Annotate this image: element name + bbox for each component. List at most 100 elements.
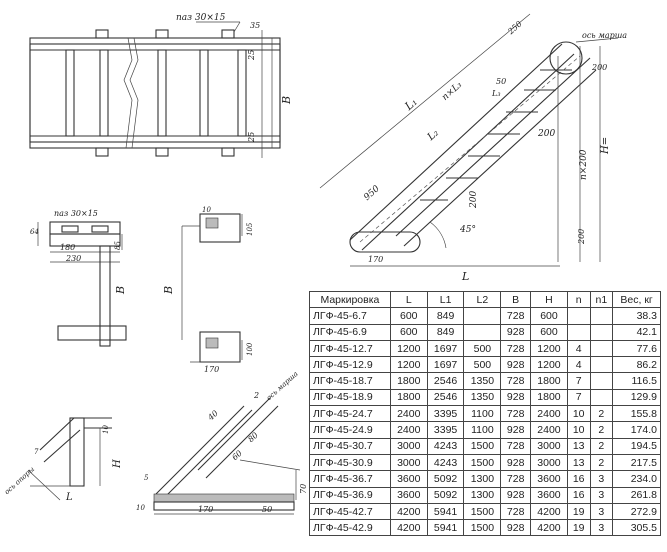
table-cell: 7 — [566, 388, 591, 407]
label-B-bracket: B — [162, 286, 175, 295]
table-cell: ЛГФ-45-6.7 — [309, 307, 391, 325]
table-cell: ЛГФ-45-18.9 — [309, 388, 391, 407]
table-cell: 5092 — [426, 486, 465, 504]
table-cell: 2 — [589, 405, 614, 423]
col-header-L1: L1 — [426, 290, 465, 309]
landing-detail — [27, 417, 112, 501]
dim-80: 80 — [246, 431, 260, 445]
table-cell: 16 — [566, 486, 591, 504]
table-cell: 2 — [589, 437, 614, 455]
table-cell: 1200 — [530, 339, 568, 358]
table-cell: 19 — [566, 519, 591, 537]
axis-label-march: ось марша — [265, 370, 300, 402]
table-cell: 155.8 — [612, 405, 661, 423]
label-B-detail: B — [114, 286, 127, 295]
table-cell: 728 — [500, 437, 532, 455]
dim-70: 70 — [299, 484, 308, 494]
table-cell: 2546 — [426, 388, 465, 407]
dim-105: 105 — [246, 222, 254, 236]
dim-230: 230 — [65, 254, 81, 263]
table-cell: 19 — [566, 502, 591, 521]
dim-50b: 50 — [262, 505, 272, 514]
table-cell: 261.8 — [612, 486, 661, 504]
table-cell: 500 — [463, 356, 502, 374]
table-cell: 928 — [500, 486, 532, 504]
table-cell — [589, 339, 614, 358]
table-cell: ЛГФ-45-42.9 — [309, 519, 391, 537]
col-header-n1: n1 — [589, 290, 614, 309]
table-cell: 10 — [566, 421, 591, 439]
table-cell: 928 — [500, 421, 532, 439]
table-cell: 7 — [566, 372, 591, 390]
col-header-L2: L2 — [463, 290, 502, 309]
label-L-landing: L — [65, 492, 73, 503]
table-cell: 600 — [530, 307, 568, 325]
table-cell: 194.5 — [612, 437, 661, 455]
table-cell: 849 — [426, 307, 465, 325]
table-cell: ЛГФ-45-24.7 — [309, 405, 391, 423]
table-cell: 1200 — [389, 356, 428, 374]
axis-label-support: ось опоры — [3, 465, 36, 496]
dim-10a: 10 — [202, 206, 211, 214]
table-cell — [463, 307, 502, 325]
dim-25b: 25 — [247, 132, 256, 143]
table-cell: 1500 — [463, 519, 502, 537]
col-header-B: B — [500, 290, 532, 309]
table-cell — [566, 323, 591, 341]
table-cell: 728 — [500, 339, 532, 358]
dim-5: 5 — [144, 474, 149, 482]
axis-label-top: ось марша — [582, 31, 627, 40]
dim-170c: 170 — [198, 505, 213, 514]
table-cell: 600 — [389, 307, 428, 325]
table-cell: 3 — [589, 519, 614, 537]
table-cell: 500 — [463, 339, 502, 358]
dim-200b: 200 — [469, 191, 479, 209]
table-cell: 1300 — [463, 470, 502, 488]
table-cell: 2 — [589, 453, 614, 472]
table-cell: 1350 — [463, 388, 502, 407]
table-cell: 3000 — [530, 437, 568, 455]
table-cell: 174.0 — [612, 421, 661, 439]
table-cell — [589, 323, 614, 341]
label-L1: L₁ — [402, 95, 420, 113]
table-cell: 4200 — [389, 519, 428, 537]
table-cell: ЛГФ-45-6.9 — [309, 323, 391, 341]
table-cell: 2400 — [389, 421, 428, 439]
table-cell: 3600 — [389, 470, 428, 488]
table-cell: 272.9 — [612, 502, 661, 521]
groove-detail — [37, 221, 127, 347]
table-cell: 928 — [500, 453, 532, 472]
label-L3: L₃ — [491, 89, 501, 98]
table-cell: 1500 — [463, 502, 502, 521]
table-cell: 4200 — [530, 502, 568, 521]
dim-50a: 50 — [496, 77, 506, 86]
table-cell: 928 — [500, 388, 532, 407]
table-cell: 116.5 — [612, 372, 661, 390]
table-cell: 4 — [566, 356, 591, 374]
table-cell: 600 — [530, 323, 568, 341]
table-cell: 2546 — [426, 372, 465, 390]
table-cell: 16 — [566, 470, 591, 488]
table-cell: 4243 — [426, 453, 465, 472]
table-cell: 1500 — [463, 453, 502, 472]
table-cell: 4200 — [389, 502, 428, 521]
table-cell: 5941 — [426, 502, 465, 521]
label-L: L — [461, 270, 469, 283]
table-cell: 129.9 — [612, 388, 661, 407]
table-cell: ЛГФ-45-30.9 — [309, 453, 391, 472]
label-B-plan: B — [280, 96, 293, 105]
table-cell: 1100 — [463, 421, 502, 439]
table-cell: ЛГФ-45-36.7 — [309, 470, 391, 488]
table-cell: 5092 — [426, 470, 465, 488]
table-cell: ЛГФ-45-30.7 — [309, 437, 391, 455]
table-cell: 2400 — [389, 405, 428, 423]
